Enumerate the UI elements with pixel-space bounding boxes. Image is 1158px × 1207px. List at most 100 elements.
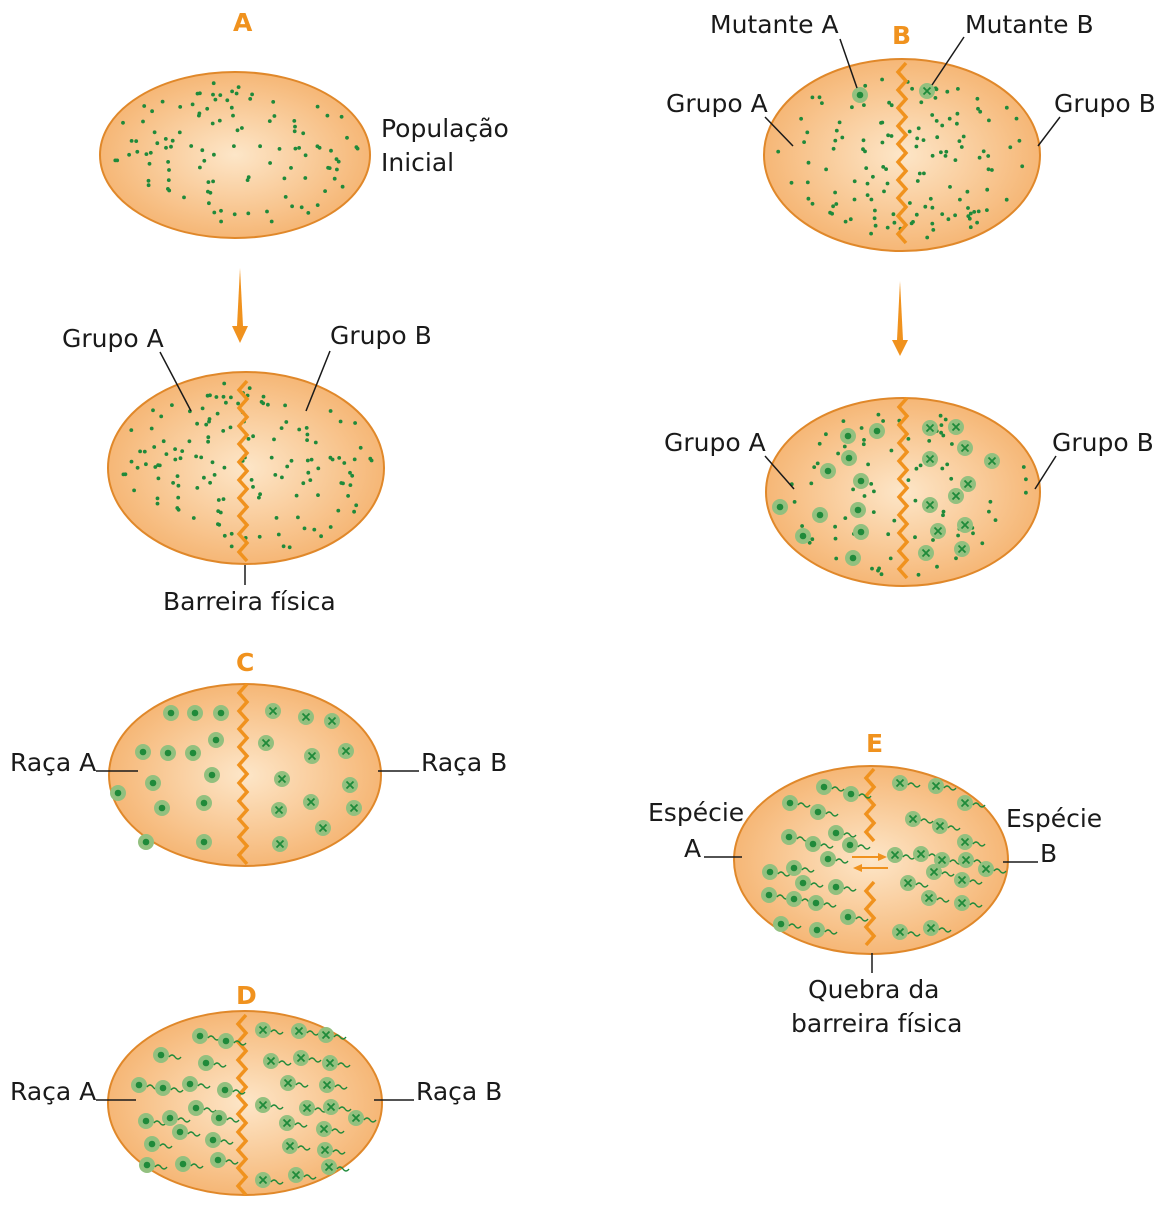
individual-dot [147,179,151,183]
individual-dot [913,535,917,539]
individual-dot [941,434,945,438]
individual-dot [944,150,948,154]
cell-type-b [919,83,935,99]
individual-dot [882,190,886,194]
individual-dot [138,450,142,454]
individual-dot [208,481,212,485]
individual-dot [171,481,175,485]
individual-dot [167,168,171,172]
individual-dot [869,482,873,486]
individual-dot [922,172,926,176]
individual-dot [200,148,204,152]
species-a-label-line1: Espécie [648,798,744,827]
individual-dot [935,87,939,91]
individual-dot [219,220,223,224]
individual-dot [273,473,277,477]
individual-dot [866,463,870,467]
cell-type-b [315,820,331,836]
individual-dot [230,545,234,549]
cell-type-b [271,802,287,818]
individual-dot [349,483,353,487]
individual-dot [211,122,215,126]
individual-dot [994,518,998,522]
cell-type-b [948,488,964,504]
individual-dot [958,198,962,202]
individual-dot [800,524,804,528]
cell-type-a [845,550,861,566]
individual-dot [890,449,894,453]
individual-dot [890,134,894,138]
individual-dot [222,497,226,501]
individual-dot [295,494,299,498]
individual-dot [301,481,305,485]
individual-dot [833,139,837,143]
individual-dot [211,93,215,97]
individual-dot [811,96,815,100]
individual-dot [198,91,202,95]
individual-dot [288,545,292,549]
individual-dot [918,172,922,176]
cell-type-b [918,545,934,561]
individual-dot [863,494,867,498]
individual-dot [144,462,148,466]
individual-dot [176,496,180,500]
individual-dot [207,420,211,424]
individual-dot [987,119,991,123]
individual-dot [296,516,300,520]
individual-dot [217,498,221,502]
individual-dot [807,197,811,201]
individual-dot [294,147,298,151]
cell-type-b [948,419,964,435]
individual-dot [164,146,168,150]
individual-dot [282,544,286,548]
panel-e: E Espécie A Espécie B Quebra da barreira… [648,729,1102,1038]
individual-dot [869,232,873,236]
individual-dot [863,84,867,88]
cell-type-b [265,703,281,719]
individual-dot [192,516,196,520]
individual-dot [211,180,215,184]
individual-dot [224,401,228,405]
individual-dot [329,149,333,153]
cell-type-b [922,451,938,467]
individual-dot [218,93,222,97]
individual-dot [215,395,219,399]
individual-dot [1024,491,1028,495]
individual-dot [337,456,341,460]
individual-dot [966,206,970,210]
individual-dot [149,151,153,155]
cell-type-b [324,713,340,729]
individual-dot [191,103,195,107]
individual-dot [293,129,297,133]
individual-dot [167,178,171,182]
down-arrow [232,268,248,343]
individual-dot [935,135,939,139]
individual-dot [954,556,958,560]
individual-dot [236,128,240,132]
individual-dot [143,450,147,454]
individual-dot [948,185,952,189]
individual-dot [350,474,354,478]
individual-dot [230,90,234,94]
individual-dot [150,427,154,431]
individual-dot [354,503,358,507]
cell-type-b [304,748,320,764]
individual-dot [290,459,294,463]
individual-dot [319,534,323,538]
individual-dot [216,509,220,513]
individual-dot [969,225,973,229]
initial-population-label-line1: População [381,114,509,143]
individual-dot [832,147,836,151]
cell-type-a [196,795,212,811]
individual-dot [271,100,275,104]
individual-dot [306,211,310,215]
individual-dot [353,458,357,462]
individual-dot [940,467,944,471]
individual-dot [886,133,890,137]
cell-type-a [138,834,154,850]
group-a-label: Grupo A [664,428,766,457]
individual-dot [945,463,949,467]
individual-dot [301,131,305,135]
individual-dot [293,125,297,129]
individual-dot [939,414,943,418]
